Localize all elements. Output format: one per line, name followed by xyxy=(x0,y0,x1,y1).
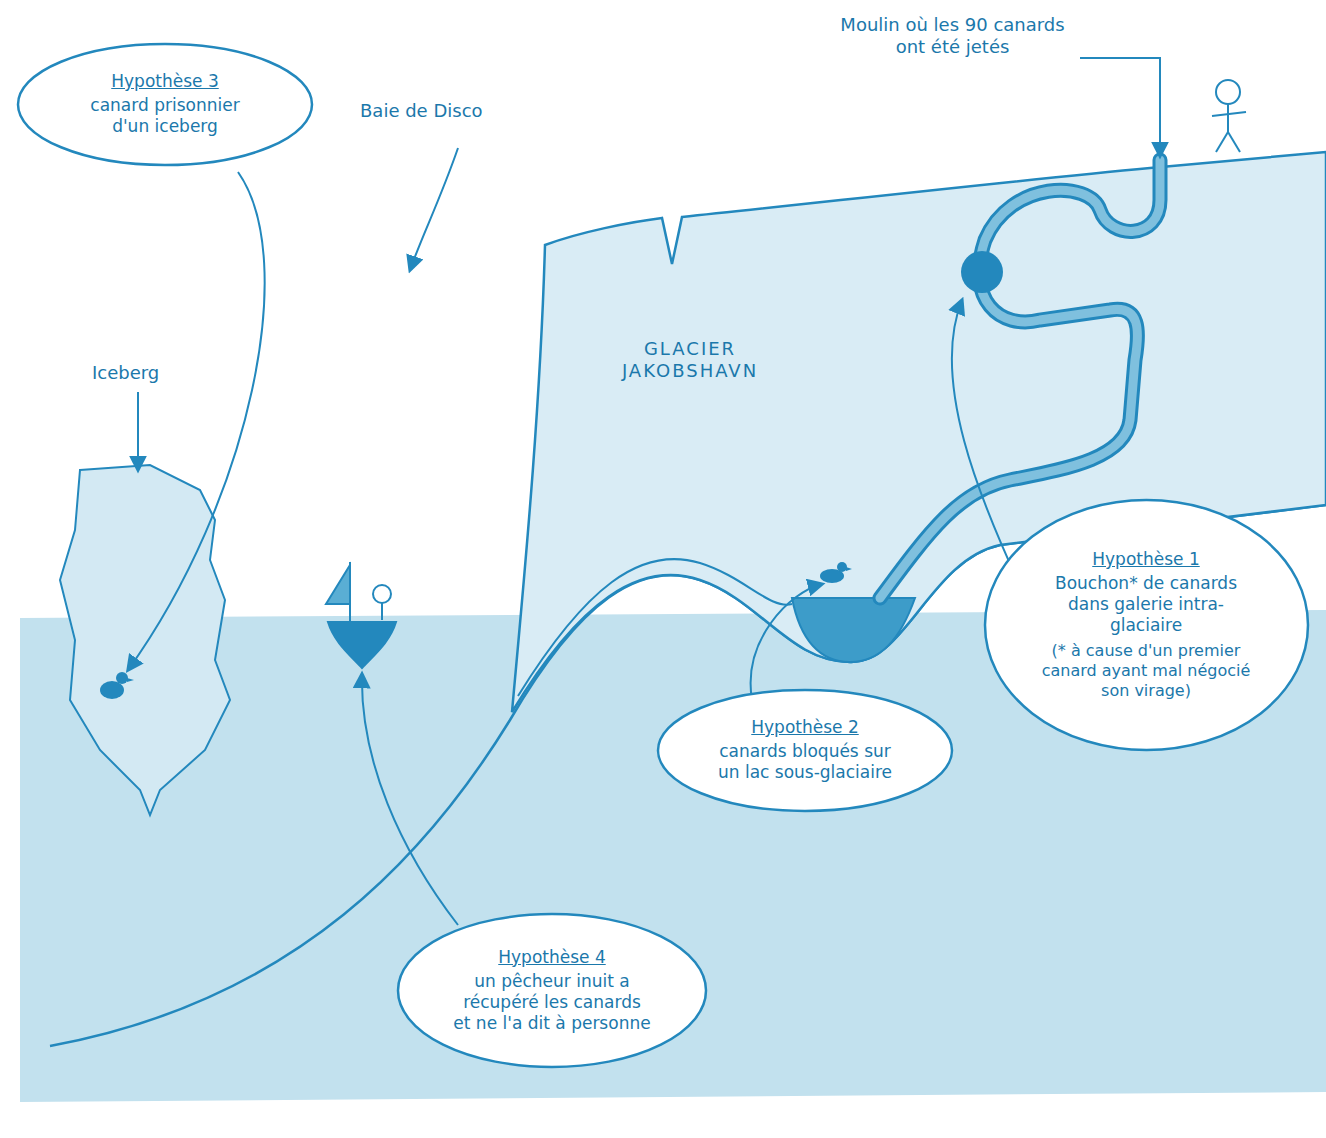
leader-line xyxy=(952,300,1022,590)
hypothesis-text: Bouchon* de canards dans galerie intra-g… xyxy=(1041,573,1251,636)
subglacial-lake xyxy=(792,598,915,662)
hypothesis-bubble: Hypothèse 3 canard prisonnier d'un iceber… xyxy=(16,42,314,167)
hypothesis-text: canard prisonnier d'un iceberg xyxy=(70,95,260,137)
stick-figure xyxy=(1212,80,1246,152)
hypothesis-text: canards bloqués sur un lac sous-glaciair… xyxy=(710,741,900,783)
duck-lake xyxy=(820,562,852,583)
bubble-content: Hypothèse 2 canards bloqués sur un lac so… xyxy=(710,717,900,783)
leader-line xyxy=(137,392,139,470)
annotation-label: GLACIER JAKOBSHAVN xyxy=(600,338,780,382)
annotation-label: Moulin où les 90 canards ont été jetés xyxy=(830,14,1075,58)
leader-line xyxy=(128,172,265,670)
annotation-label: Iceberg xyxy=(92,362,192,384)
bubble-ellipse xyxy=(398,914,706,1067)
hypothesis-bubble: Hypothèse 2 canards bloqués sur un lac so… xyxy=(656,688,954,813)
leader-line xyxy=(751,584,822,700)
leader-line xyxy=(410,148,458,270)
hypothesis-bubble: Hypothèse 1 Bouchon* de canards dans gale… xyxy=(983,498,1310,752)
hypothesis-bubble: Hypothèse 4 un pêcheur inuit a récupéré l… xyxy=(396,912,708,1069)
bubble-content: Hypothèse 1 Bouchon* de canards dans gale… xyxy=(1041,549,1251,701)
leader-line xyxy=(1080,58,1160,156)
hypothesis-text: (* à cause d'un premier canard ayant mal… xyxy=(1041,641,1251,701)
hypothesis-title: Hypothèse 3 xyxy=(70,71,260,92)
hypothesis-text: un pêcheur inuit a récupéré les canards … xyxy=(452,971,652,1034)
bubble-ellipse xyxy=(18,44,312,165)
bubble-ellipse xyxy=(985,500,1308,750)
hypothesis-title: Hypothèse 1 xyxy=(1041,549,1251,570)
iceberg xyxy=(60,465,230,815)
leader-line xyxy=(362,674,458,925)
duck-iceberg xyxy=(100,672,134,699)
bubble-ellipse xyxy=(658,690,952,811)
boat xyxy=(326,562,396,668)
duck-plug xyxy=(961,251,1003,293)
hypothesis-title: Hypothèse 2 xyxy=(710,717,900,738)
annotation-label: Baie de Disco xyxy=(360,100,530,122)
bubble-content: Hypothèse 3 canard prisonnier d'un iceber… xyxy=(70,71,260,137)
hypothesis-title: Hypothèse 4 xyxy=(452,947,652,968)
bubble-content: Hypothèse 4 un pêcheur inuit a récupéré l… xyxy=(452,947,652,1034)
